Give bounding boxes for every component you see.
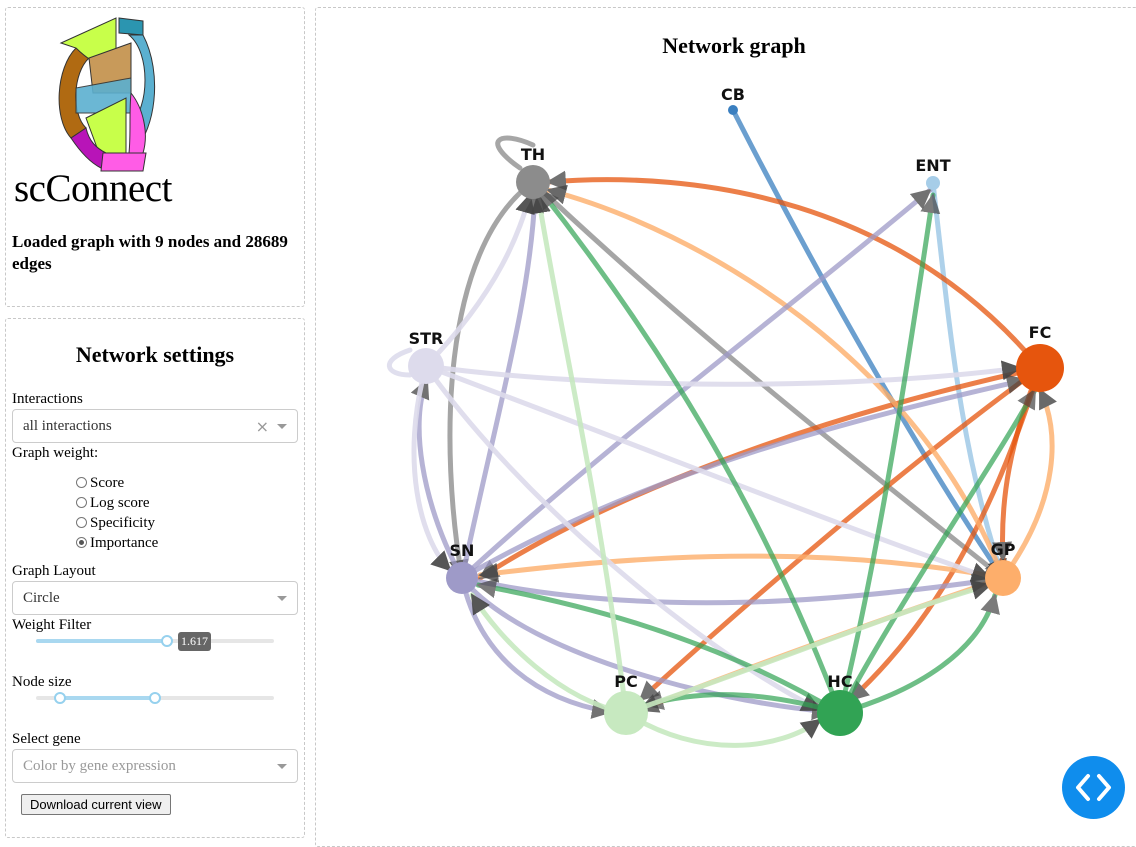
radio-score-label: Score <box>90 475 125 491</box>
weight-filter-tooltip: 1.617 <box>178 632 211 651</box>
download-button[interactable]: Download current view <box>21 794 171 815</box>
radio-log-score-label: Log score <box>90 495 150 511</box>
radio-importance-label: Importance <box>90 535 159 551</box>
layout-value: Circle <box>23 590 60 606</box>
layout-dropdown[interactable]: Circle <box>12 581 298 615</box>
logo-text: scConnect <box>14 167 172 210</box>
weight-filter-handle[interactable] <box>161 635 173 647</box>
radio-log-score[interactable]: Log score <box>76 495 150 513</box>
gene-placeholder: Color by gene expression <box>23 758 176 774</box>
weight-filter-fill <box>36 639 166 643</box>
radio-specificity-button[interactable] <box>76 517 87 528</box>
logo-panel: scConnect Loaded graph with 9 nodes and … <box>5 7 305 307</box>
interactions-value: all interactions <box>23 418 112 434</box>
chevron-down-icon[interactable] <box>277 424 287 429</box>
chevron-down-icon[interactable] <box>277 596 287 601</box>
graph-title: Network graph <box>662 33 806 58</box>
radio-specificity[interactable]: Specificity <box>76 515 155 533</box>
interactions-label: Interactions <box>12 391 83 407</box>
code-toggle-button[interactable] <box>1062 756 1125 819</box>
radio-importance[interactable]: Importance <box>76 535 158 553</box>
node-size-label: Node size <box>12 674 72 690</box>
interactions-dropdown[interactable]: all interactions × <box>12 409 298 443</box>
clear-icon[interactable]: × <box>255 417 269 436</box>
radio-score-button[interactable] <box>76 477 87 488</box>
node-size-fill <box>60 696 155 700</box>
weight-filter-label: Weight Filter <box>12 617 92 633</box>
node-size-max-handle[interactable] <box>149 692 161 704</box>
layout-label: Graph Layout <box>12 563 96 579</box>
radio-log-score-button[interactable] <box>76 497 87 508</box>
code-icon <box>1076 774 1111 801</box>
radio-specificity-label: Specificity <box>90 515 155 531</box>
radio-score[interactable]: Score <box>76 475 124 493</box>
settings-title: Network settings <box>75 342 235 367</box>
settings-panel: Network settings Interactions all intera… <box>5 318 305 838</box>
scconnect-logo-graphic <box>58 17 156 172</box>
graph-panel: Network graph <box>315 7 1136 847</box>
chevron-down-icon[interactable] <box>277 764 287 769</box>
gene-dropdown[interactable]: Color by gene expression <box>12 749 298 783</box>
radio-importance-button[interactable] <box>76 537 87 548</box>
node-size-min-handle[interactable] <box>54 692 66 704</box>
gene-label: Select gene <box>12 731 81 747</box>
graph-weight-label: Graph weight: <box>12 445 99 461</box>
status-message: Loaded graph with 9 nodes and 28689 edge… <box>12 232 288 273</box>
